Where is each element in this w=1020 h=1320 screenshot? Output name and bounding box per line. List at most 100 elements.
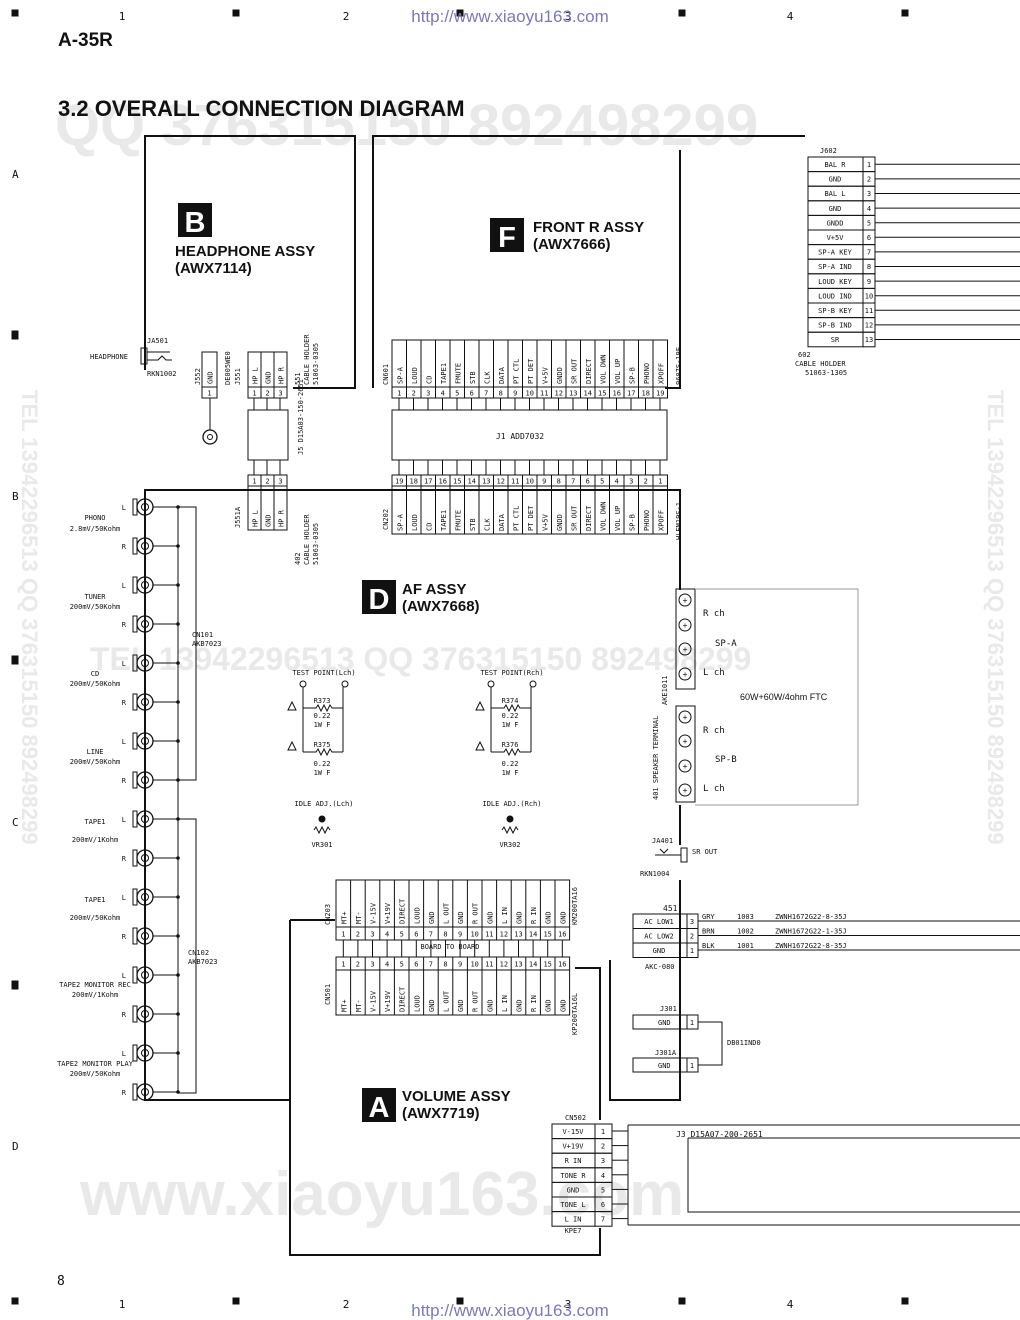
cn601-pin-label: LOUD xyxy=(411,367,419,384)
speaker-post xyxy=(678,759,692,773)
j5-label: J5 D15A03-150-2651 xyxy=(297,379,305,455)
cn501-pin-number: 2 xyxy=(356,961,360,969)
cn502-pin-number: 7 xyxy=(601,1216,605,1224)
c451-wire-color: BLK xyxy=(702,942,715,950)
c451-cable-part: ZWNH1672G22-1-35J xyxy=(775,928,847,936)
badge-letter-f: F xyxy=(498,222,516,254)
cn202-pin-label: VOL DWN xyxy=(599,501,607,531)
cn203-pin-number: 13 xyxy=(514,931,522,939)
speaker-spec: 60W+60W/4ohm FTC xyxy=(740,692,828,702)
cn203-pin-number: 9 xyxy=(458,931,462,939)
watermark-top: QQ 376315150 892498299 xyxy=(55,93,758,158)
headphone-board xyxy=(144,135,356,389)
resistor-rating: 1W F xyxy=(502,721,519,729)
resistor-value: 0.22 xyxy=(314,760,331,768)
watermark-side-right: TEL 13942296513 QQ 376315150 892498299 xyxy=(983,390,1008,845)
speaker-b-name: SP-B xyxy=(715,755,737,765)
j551a-pin-label: GND xyxy=(265,514,273,527)
cn101-bracket xyxy=(178,506,197,781)
j551-part-num: 551 xyxy=(294,372,302,385)
cn601-pin-number: 14 xyxy=(584,390,592,398)
j551a-pin-number: 1 xyxy=(252,478,256,486)
j602-pin-label: SP-A IND xyxy=(818,263,852,271)
url-bottom[interactable]: http://www.xiaoyu163.com xyxy=(411,1301,608,1320)
j602-pin-number: 1 xyxy=(867,161,871,169)
ja401-label: JA401 xyxy=(652,837,673,845)
cn601-pin-label: CD xyxy=(425,376,433,384)
speaker-b-l: L ch xyxy=(703,784,725,794)
j602-pin-label: BAL R xyxy=(824,161,846,169)
cn202-pin-label: GNDD xyxy=(556,514,564,531)
url-top[interactable]: http://www.xiaoyu163.com xyxy=(411,7,608,26)
grid-square-top xyxy=(901,9,909,17)
cn501-pin-number: 9 xyxy=(458,961,462,969)
rca-channel-label: R xyxy=(122,1089,127,1097)
rca-jack-inner xyxy=(141,620,149,628)
cn202-pin-label: SP-B xyxy=(628,514,636,531)
cn203-pin-label: MT- xyxy=(355,911,363,924)
j551a-pin-number: 3 xyxy=(278,478,282,486)
cn502-pin-label: R IN xyxy=(565,1157,582,1165)
speaker-post xyxy=(678,593,692,607)
cn203-pin-label: V-15V xyxy=(370,902,378,924)
j602-pin-label: BAL L xyxy=(824,190,845,198)
c451-part: AKC-080 xyxy=(645,963,675,971)
cn502-pin-number: 5 xyxy=(601,1186,605,1194)
adjust-marker xyxy=(506,815,514,823)
rca-jack-body xyxy=(132,810,138,828)
rca-channel-label: R xyxy=(122,699,127,707)
badge-headphone: B HEADPHONE ASSY (AWX7114) xyxy=(175,203,315,277)
cn202-pin-number: 4 xyxy=(615,478,619,486)
cn502-pin-number: 3 xyxy=(601,1157,605,1165)
grid-square-top xyxy=(456,9,464,17)
cn203-pin-number: 8 xyxy=(443,931,447,939)
speaker-post-mark: + xyxy=(683,645,688,654)
cn203-pin-label: GND xyxy=(545,911,553,924)
j551-part-code: 51063-0305 xyxy=(312,343,320,385)
grid-col-label: 4 xyxy=(787,10,794,23)
rca-jack-body xyxy=(132,927,138,945)
input-name: LINE xyxy=(87,748,104,756)
cn502-part: KPE7 xyxy=(565,1227,582,1235)
grid-col-label: 3 xyxy=(565,10,572,23)
input-name: TAPE2 MONITOR REC xyxy=(59,981,131,989)
cn202-pin-label: VOL UP xyxy=(614,506,622,531)
cn501-pin-number: 3 xyxy=(370,961,374,969)
c451-cable-part: ZWNH1672G22-8-35J xyxy=(775,913,847,921)
j301-num: 1 xyxy=(690,1019,694,1027)
input-spec: 200mV/50Kohm xyxy=(70,914,121,922)
rca-jack-inner xyxy=(141,932,149,940)
j301-pin: GND xyxy=(658,1019,671,1027)
sr-out-label: SR OUT xyxy=(692,848,718,856)
test-point-terminal xyxy=(299,680,307,688)
cn203-pin-number: 7 xyxy=(429,931,433,939)
cn601-pin-number: 12 xyxy=(555,390,563,398)
cn601-pin-label: XPOFF xyxy=(657,363,665,384)
rca-jack-body xyxy=(132,1044,138,1062)
speaker-post xyxy=(678,618,692,632)
cn601-pin-label: FMUTE xyxy=(454,363,462,384)
cn203-pin-label: R OUT xyxy=(472,902,480,924)
cn202-pin-number: 14 xyxy=(468,478,476,486)
speaker-b-block xyxy=(675,705,696,803)
rkn1004-label: RKN1004 xyxy=(640,870,670,878)
cn101-name: CN101 xyxy=(192,631,213,639)
j551-pin-number: 3 xyxy=(278,390,282,398)
cn101-part: AKB7023 xyxy=(192,640,222,648)
cn601-pin-label: VOL UP xyxy=(614,359,622,384)
j602-pin-number: 4 xyxy=(867,205,871,213)
cn501-pin-label: LOUD xyxy=(413,995,421,1012)
cn202-pin-label: V+5V xyxy=(541,513,549,531)
page-number: 8 xyxy=(57,1274,65,1289)
rca-jack-body xyxy=(132,576,138,594)
grid-row-label: B xyxy=(12,490,19,503)
c451-pin-number: 2 xyxy=(690,933,694,941)
resistor-symbol xyxy=(491,703,531,713)
j602-pin-label: GND xyxy=(829,205,842,213)
j602-pin-number: 3 xyxy=(867,190,871,198)
c451-pin-label: AC LOW1 xyxy=(644,918,674,926)
headphone-assy-part: (AWX7114) xyxy=(175,260,252,277)
idle-adj-label: IDLE ADJ.(Rch) xyxy=(482,800,541,808)
cn203-pin-number: 1 xyxy=(341,931,345,939)
